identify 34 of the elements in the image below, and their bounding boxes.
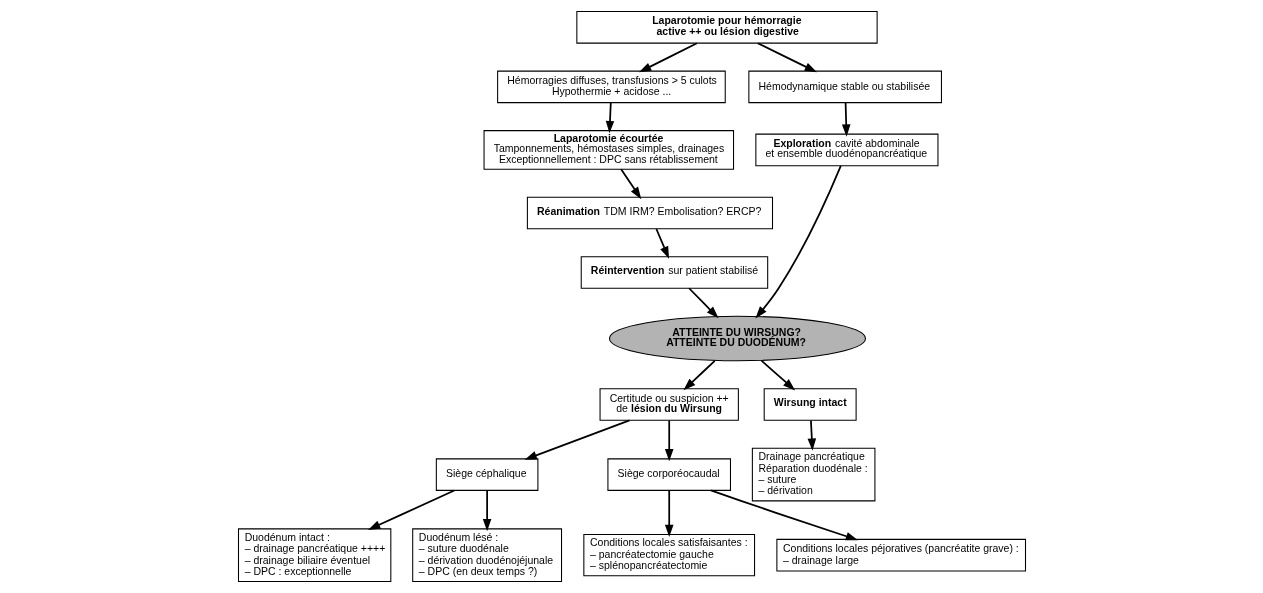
arrow bbox=[841, 102, 850, 137]
node-ellipse: ATTEINTE DU WIRSUNG? ATTEINTE DU DUODÉNUM? bbox=[608, 315, 866, 362]
node-box: Duodénum lésé : – suture duodénale – dérivation duodénojéjunale – DPC (en deux temps ?) bbox=[411, 528, 562, 582]
arrow bbox=[638, 42, 698, 73]
arrow bbox=[807, 419, 816, 451]
node-box: Siège corporéocaudal bbox=[606, 458, 731, 491]
arrow bbox=[754, 164, 842, 319]
arrow bbox=[482, 489, 491, 532]
node-box: Réintervention sur patient stabilisé bbox=[580, 256, 768, 289]
node-box: Certitude ou suspicion ++ de lésion du Wirsung bbox=[599, 388, 739, 421]
node-box: Laparotomie écourtée Tamponnements, hémostases simples, drainages Exceptionnellement : DPC sans rétablissement bbox=[483, 130, 734, 170]
arrow bbox=[759, 359, 795, 391]
arrow bbox=[756, 42, 817, 73]
arrow bbox=[664, 489, 673, 537]
node-box: Hémorragies diffuses, transfusions > 5 culots Hypothermie + acidose ... bbox=[496, 70, 726, 104]
arrow bbox=[619, 168, 641, 200]
arrow bbox=[655, 228, 669, 259]
node-box: Conditions locales péjoratives (pancréatite grave) : – drainage large bbox=[775, 538, 1026, 572]
arrow bbox=[664, 419, 673, 462]
arrow bbox=[709, 489, 858, 541]
node-box: Duodénum intact : – drainage pancréatique ++++ – drainage biliaire éventuel – DPC : exceptionnelle bbox=[237, 528, 391, 582]
node-box: Réanimation TDM IRM? Embolisation? ERCP? bbox=[526, 196, 773, 230]
arrow bbox=[367, 489, 455, 530]
arrow bbox=[605, 102, 614, 134]
node-box: Laparotomie pour hémorragie active ++ ou lésion digestive bbox=[575, 11, 878, 44]
node-box: Drainage pancréatique Réparation duodénale : – suture – dérivation bbox=[751, 447, 875, 502]
node-box: Conditions locales satisfaisantes : – pancréatectomie gauche – splénopancréatectomie bbox=[582, 534, 755, 577]
node-box: Exploration cavité abdominale et ensemble duodénopancréatique bbox=[754, 133, 938, 167]
arrow bbox=[682, 359, 716, 391]
node-box: Hémodynamique stable ou stabilisée bbox=[747, 70, 942, 104]
node-box: Wirsung intact bbox=[763, 388, 857, 421]
arrow bbox=[687, 287, 719, 319]
node-box: Siège céphalique bbox=[435, 458, 538, 491]
arrow bbox=[524, 419, 630, 460]
